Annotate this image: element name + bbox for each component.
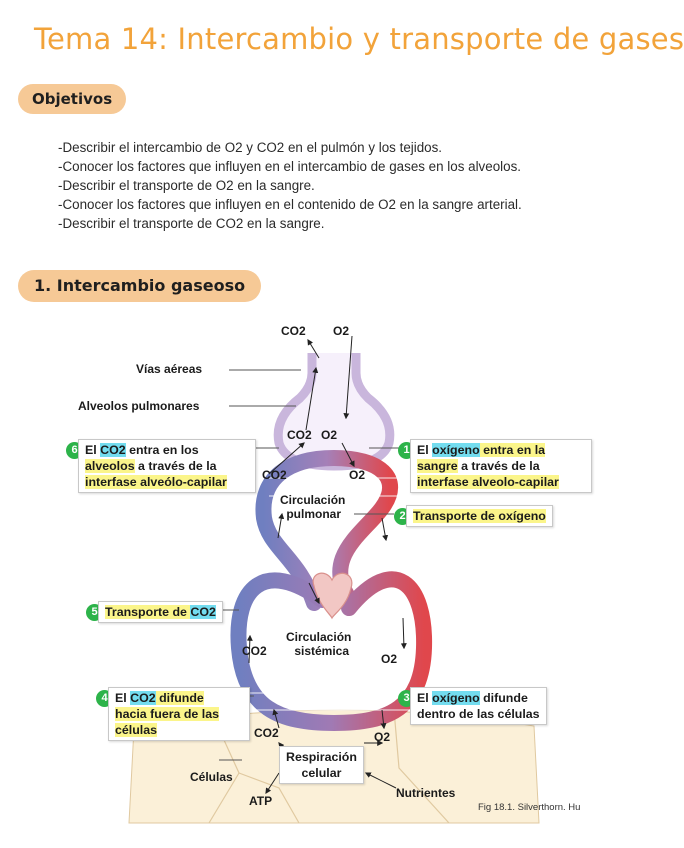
label-o2-top: O2 [333,324,350,338]
step-box-1: El oxígeno entra en la sangre a través d… [410,439,592,493]
objective-item: -Conocer los factores que influyen en el… [58,159,521,174]
objective-item: -Describir el intercambio de O2 y CO2 en… [58,140,443,155]
step-box-5: Transporte de CO2 [98,601,223,623]
label-o2-cells: O2 [374,730,391,744]
label-celulas: Células [190,770,233,784]
objective-item: -Describir el transporte de CO2 en la sa… [58,216,325,231]
gas-exchange-figure: CO2 O2 Vías aéreas Alveolos pulmonares C… [64,318,604,828]
page-title: Tema 14: Intercambio y transporte de gas… [34,22,684,56]
systemic-loop [230,571,433,732]
figure-citation: Fig 18.1. Silverthorn. Hu [478,802,581,813]
label-co2-systemic: CO2 [242,644,267,658]
label-o2-systemic: O2 [381,652,398,666]
label-co2-alveolus: CO2 [287,428,312,442]
label-o2-alveolus: O2 [321,428,338,442]
label-nutrientes: Nutrientes [396,786,456,800]
label-o2-pulmonary: O2 [349,468,366,482]
step-box-4: El CO2 difunde hacia fuera de las célula… [108,687,250,741]
label-alveolos-pulmonares: Alveolos pulmonares [78,399,200,413]
objective-item: -Conocer los factores que influyen en el… [58,197,522,212]
label-atp: ATP [249,794,273,808]
pulmonary-loop [255,449,399,611]
step-box-2: Transporte de oxígeno [406,505,553,527]
objective-item: -Describir el transporte de O2 en la san… [58,178,315,193]
section-heading-objetivos: Objetivos [18,84,127,114]
objectives-list: -Describir el intercambio de O2 y CO2 en… [58,138,522,233]
heart [312,572,353,620]
label-vias-aereas: Vías aéreas [136,362,203,376]
label-co2-top: CO2 [281,324,306,338]
label-co2-cells: CO2 [254,726,279,740]
section-heading-intercambio: 1. Intercambio gaseoso [18,270,262,302]
step-box-6: El CO2 entra en los alveolos a través de… [78,439,256,493]
label-co2-pulmonary: CO2 [262,468,287,482]
step-box-3: El oxígeno difunde dentro de las células [410,687,547,725]
